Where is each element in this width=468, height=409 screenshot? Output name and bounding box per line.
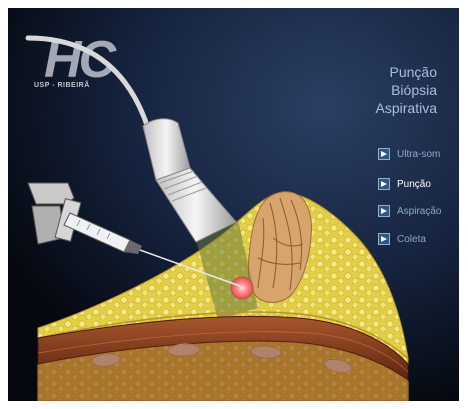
menu-item-coleta[interactable]: Coleta [378,229,426,249]
logo-mark: HC [44,30,113,90]
menu-label-aspiracao: Aspiração [397,206,441,217]
title-line-3: Aspirativa [376,99,437,117]
play-icon [378,178,390,190]
menu-item-aspiracao[interactable]: Aspiração [378,201,441,221]
procedure-title: Punção Biópsia Aspirativa [376,63,437,117]
menu-item-ultra-som[interactable]: Ultra-som [378,144,440,164]
menu-item-puncao[interactable]: Punção [378,174,431,194]
title-line-1: Punção [376,63,437,81]
menu-label-ultra-som: Ultra-som [397,149,440,160]
menu-label-puncao: Punção [397,179,431,190]
video-frame: HC USP - RIBEIRÃ Punção Biópsia Aspirati… [8,8,459,401]
play-icon [378,233,390,245]
menu-label-coleta: Coleta [397,234,426,245]
play-icon [378,205,390,217]
title-line-2: Biópsia [376,81,437,99]
lesion [231,277,253,299]
logo-subtitle: USP - RIBEIRÃ [34,82,90,89]
hc-logo: HC USP - RIBEIRÃ [30,30,140,100]
play-icon [378,148,390,160]
